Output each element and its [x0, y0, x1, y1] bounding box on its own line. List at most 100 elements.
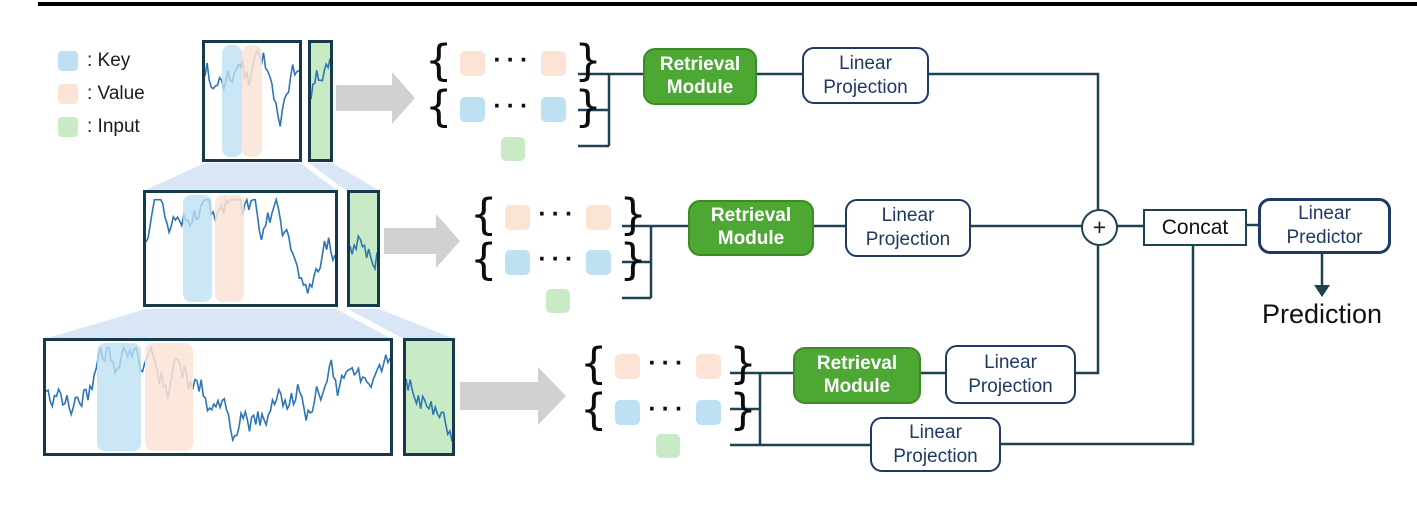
key-token-set-scale1: { ··· } [425, 82, 602, 132]
key-token [505, 249, 531, 275]
value-token [460, 50, 486, 76]
retrieval-module-label-line1: Retrieval [710, 205, 792, 227]
value-swatch [58, 83, 78, 104]
key-token-set-scale2: { ··· } [470, 235, 647, 285]
linear-projection-label-line2: Projection [893, 445, 978, 467]
brace-close: } [729, 339, 757, 389]
linear-projection-label-line1: Linear [881, 205, 935, 227]
retrieval-module-label-line2: Module [717, 228, 785, 249]
ellipsis: ··· [648, 394, 689, 423]
figure-top-rule [38, 2, 1417, 6]
value-token-set-scale3: { ··· } [580, 339, 757, 389]
retrieval-module-scale1: Retrieval Module [643, 48, 757, 105]
linear-projection-label-line1: Linear [839, 52, 892, 74]
linear-projection-label-line2: Projection [823, 76, 908, 98]
key-token [586, 249, 612, 275]
input-window-scale3 [403, 338, 455, 456]
value-token-set-scale2: { ··· } [470, 190, 647, 240]
token-cluster-scale2: { ··· } { ··· } [470, 190, 647, 313]
input-window-scale1 [308, 40, 333, 162]
ellipsis: ··· [648, 348, 689, 377]
linear-projection-scale1: Linear Projection [802, 47, 929, 104]
input-token [501, 137, 526, 161]
input-token [546, 289, 571, 313]
value-band-scale1 [242, 45, 262, 157]
linear-projection-label-line2: Projection [968, 375, 1053, 397]
linear-projection-label-line1: Linear [984, 351, 1037, 373]
value-token [586, 204, 612, 230]
ellipsis: ··· [538, 244, 579, 273]
linear-projection-scale2: Linear Projection [845, 199, 971, 257]
flow-arrow-scale1 [336, 72, 415, 124]
zoom-trapezoid-input2 [348, 309, 455, 339]
value-token [541, 50, 567, 76]
brace-close: } [574, 36, 602, 86]
retrieval-module-scale2: Retrieval Module [688, 200, 814, 256]
value-band-scale2 [215, 195, 244, 302]
key-token [615, 399, 641, 425]
linear-predictor-label-line2: Predictor [1286, 227, 1363, 248]
series-panel-scale1 [202, 40, 302, 162]
concat-label: Concat [1161, 215, 1229, 239]
brace-close: } [619, 190, 647, 240]
legend-item-input: : Input [58, 116, 145, 137]
input-token [656, 434, 681, 458]
linear-projection-scale3: Linear Projection [945, 345, 1076, 404]
ellipsis: ··· [493, 45, 534, 74]
prediction-label: Prediction [1261, 299, 1383, 329]
retrieval-module-scale3: Retrieval Module [793, 347, 921, 404]
brace-close: } [574, 82, 602, 132]
key-band-scale3 [97, 343, 141, 451]
brace-open: { [470, 235, 498, 285]
value-band-scale3 [145, 343, 193, 451]
brace-open: { [470, 190, 498, 240]
legend: : Key : Value : Input [58, 50, 145, 149]
value-token-set-scale1: { ··· } [425, 36, 602, 86]
linear-projection-label-line1: Linear [909, 421, 962, 443]
legend-label-value: : Value [87, 82, 145, 104]
value-token [615, 353, 641, 379]
plus-icon: + [1092, 214, 1107, 240]
retrieval-module-label-line2: Module [666, 76, 734, 98]
input-window-scale2 [347, 190, 380, 307]
legend-item-key: : Key [58, 50, 145, 71]
token-cluster-scale1: { ··· } { ··· } [425, 36, 602, 161]
retrieval-module-label-line1: Retrieval [816, 352, 898, 374]
zoom-trapezoid-input1 [309, 163, 380, 191]
value-token [505, 204, 531, 230]
token-cluster-scale3: { ··· } { ··· } [580, 339, 757, 458]
linear-projection-label-line2: Projection [865, 229, 951, 250]
input-series-scale2 [350, 233, 377, 272]
key-token [460, 96, 486, 122]
brace-open: { [425, 36, 453, 86]
key-band-scale2 [183, 195, 212, 302]
key-token [541, 96, 567, 122]
ellipsis: ··· [493, 91, 534, 120]
legend-label-key: : Key [87, 49, 131, 71]
zoom-trapezoid-scale1 [143, 163, 338, 191]
linear-predictor-box: Linear Predictor [1258, 198, 1391, 254]
brace-close: } [729, 385, 757, 435]
ellipsis: ··· [538, 199, 579, 228]
brace-close: } [619, 235, 647, 285]
key-band-scale1 [222, 45, 242, 157]
concat-box: Concat [1143, 209, 1247, 246]
sum-node: + [1081, 209, 1118, 246]
brace-open: { [580, 385, 608, 435]
prediction-arrowhead [1314, 285, 1330, 297]
key-swatch [58, 50, 78, 71]
key-token [696, 399, 722, 425]
input-swatch [58, 116, 78, 137]
input-series-scale3 [406, 378, 452, 442]
retrieval-module-label-line1: Retrieval [659, 53, 741, 75]
key-token-set-scale3: { ··· } [580, 385, 757, 435]
value-token [696, 353, 722, 379]
legend-item-value: : Value [58, 83, 145, 104]
brace-open: { [580, 339, 608, 389]
series-panel-scale2 [143, 190, 338, 307]
linear-predictor-label-line1: Linear [1298, 203, 1351, 225]
linear-projection-input: Linear Projection [870, 417, 1001, 472]
series-panel-scale3 [43, 338, 393, 456]
